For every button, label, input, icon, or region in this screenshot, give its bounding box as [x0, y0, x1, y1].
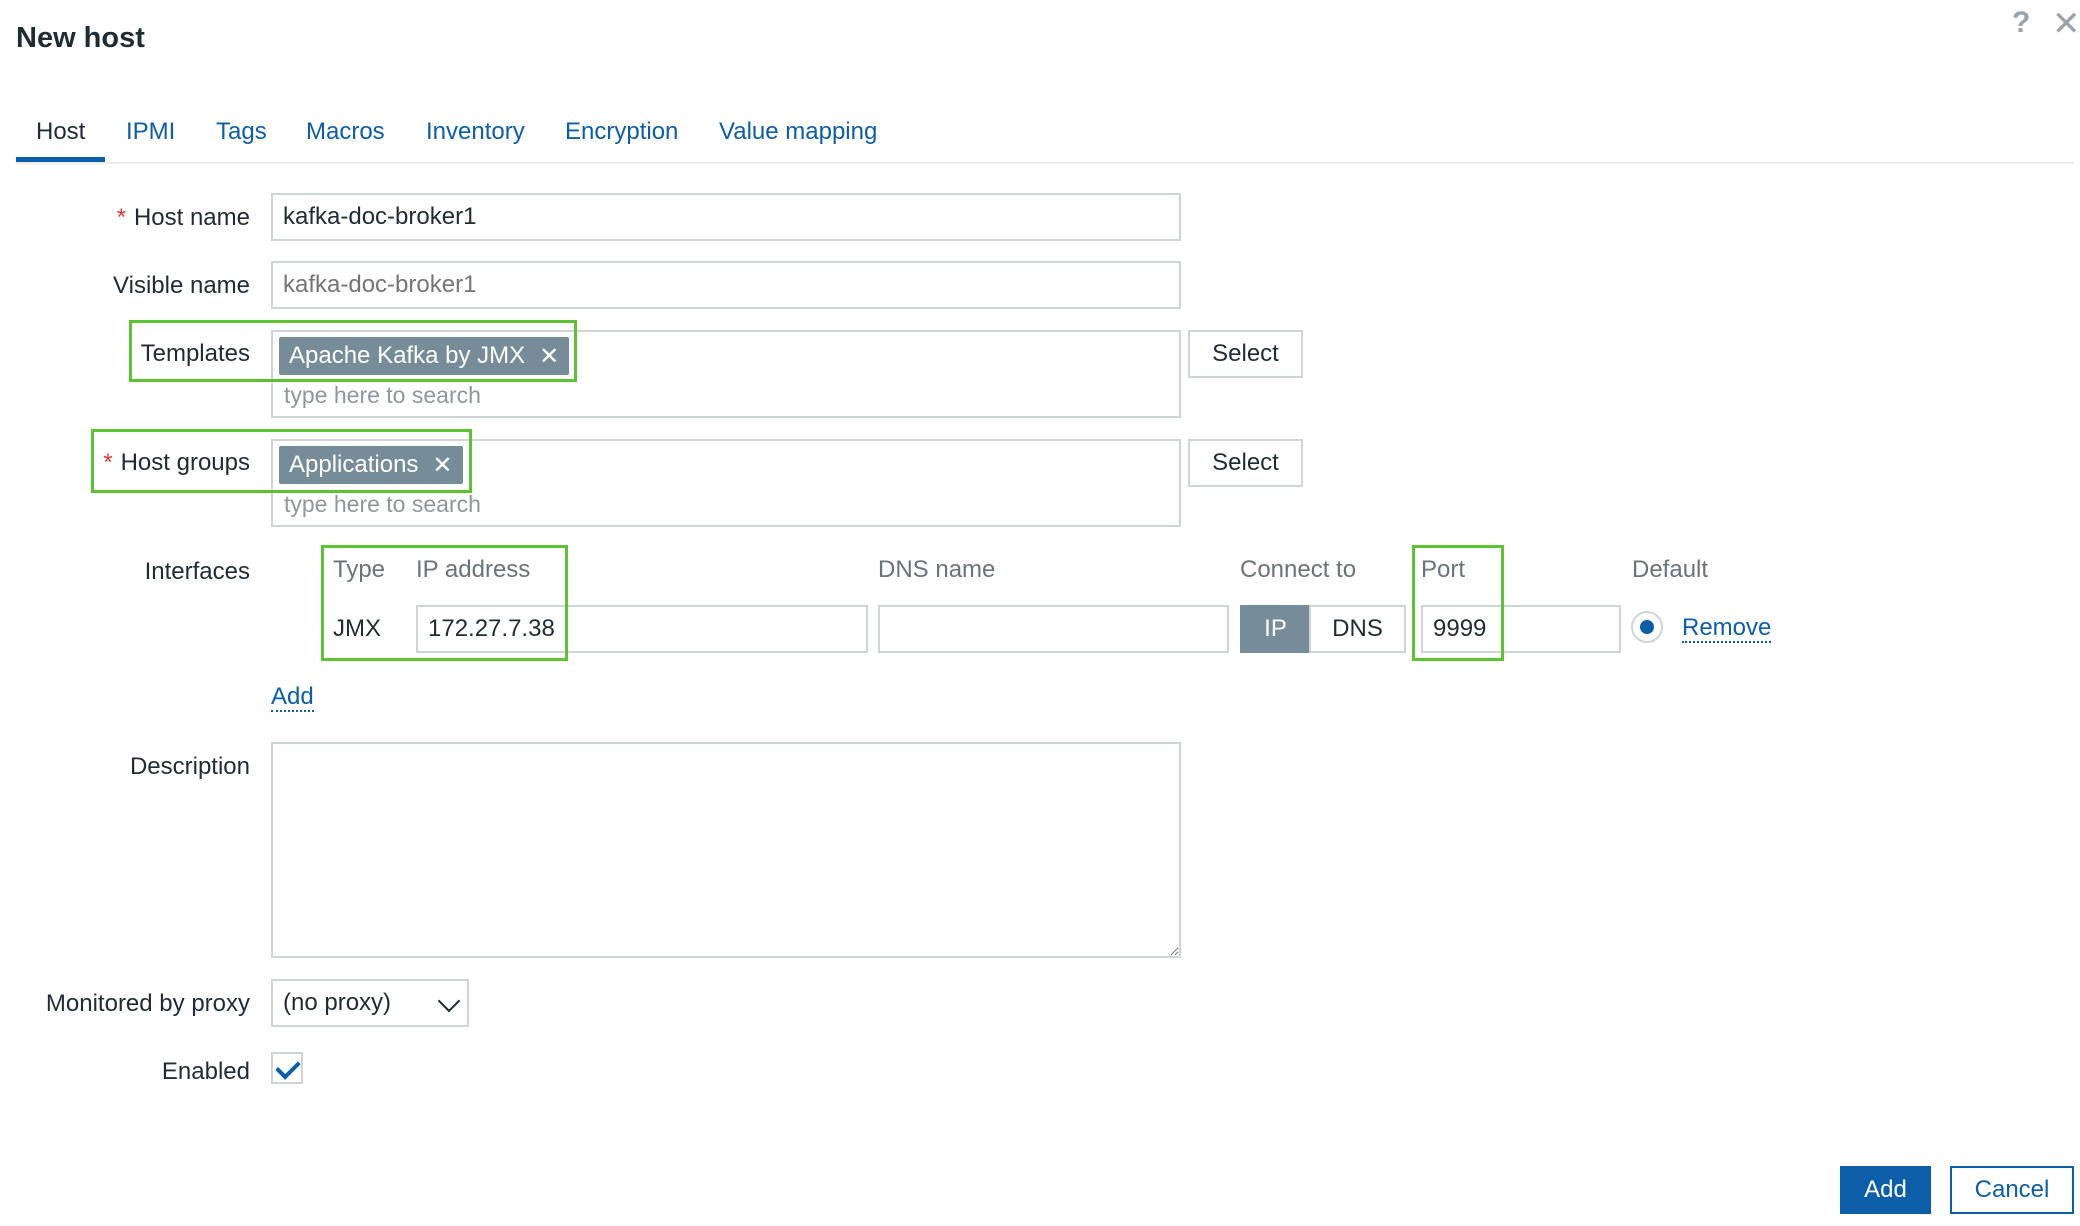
tab-tags[interactable]: Tags: [216, 118, 267, 145]
column-ip-address: IP address: [416, 556, 531, 583]
connect-to-ip-toggle[interactable]: IP: [1240, 605, 1311, 653]
help-icon[interactable]: ?: [2012, 6, 2031, 39]
default-interface-radio[interactable]: [1631, 611, 1663, 643]
host-groups-search-input[interactable]: type here to search: [284, 491, 481, 517]
interface-port-input[interactable]: [1421, 605, 1621, 653]
close-icon[interactable]: ✕: [2052, 5, 2080, 43]
tab-bar: Host IPMI Tags Macros Inventory Encrypti…: [16, 108, 2074, 164]
tab-encryption[interactable]: Encryption: [565, 118, 679, 145]
proxy-selected-value: (no proxy): [283, 989, 392, 1016]
templates-select-button[interactable]: Select: [1188, 330, 1303, 378]
interface-type: JMX: [333, 615, 381, 642]
host-name-label: *Host name: [116, 204, 250, 231]
host-groups-multiselect[interactable]: Applications ✕ type here to search: [271, 439, 1181, 527]
enabled-label: Enabled: [161, 1058, 250, 1085]
column-default: Default: [1632, 556, 1709, 583]
chip-remove-icon[interactable]: ✕: [539, 342, 560, 370]
required-asterisk: *: [103, 449, 113, 476]
remove-interface-link[interactable]: Remove: [1682, 614, 1772, 643]
column-port: Port: [1421, 556, 1466, 583]
template-chip: Apache Kafka by JMX ✕: [279, 337, 570, 375]
interface-ip-input[interactable]: [416, 605, 868, 653]
visible-name-input[interactable]: [271, 261, 1181, 309]
add-button[interactable]: Add: [1840, 1166, 1931, 1214]
visible-name-label: Visible name: [113, 272, 250, 299]
tab-macros[interactable]: Macros: [306, 118, 385, 145]
tab-ipmi[interactable]: IPMI: [126, 118, 176, 145]
host-groups-label: *Host groups: [103, 449, 250, 476]
dialog-title: New host: [16, 22, 145, 54]
column-connect-to: Connect to: [1240, 556, 1357, 583]
tab-host[interactable]: Host: [36, 118, 86, 145]
tab-value-mapping[interactable]: Value mapping: [719, 118, 878, 145]
column-type: Type: [333, 556, 386, 583]
chip-remove-icon[interactable]: ✕: [432, 451, 453, 479]
required-asterisk: *: [116, 204, 126, 231]
description-textarea[interactable]: [271, 742, 1181, 958]
host-groups-select-button[interactable]: Select: [1188, 439, 1303, 487]
proxy-select[interactable]: (no proxy): [271, 979, 469, 1027]
active-tab-indicator: [16, 157, 105, 162]
checkmark-icon: [275, 1054, 301, 1080]
templates-search-input[interactable]: type here to search: [284, 382, 481, 408]
enabled-checkbox[interactable]: [271, 1052, 303, 1084]
add-interface-link[interactable]: Add: [271, 683, 314, 712]
templates-multiselect[interactable]: Apache Kafka by JMX ✕ type here to searc…: [271, 330, 1181, 418]
description-label: Description: [129, 753, 250, 780]
tab-inventory[interactable]: Inventory: [426, 118, 525, 145]
cancel-button[interactable]: Cancel: [1950, 1166, 2074, 1214]
column-dns-name: DNS name: [878, 556, 996, 583]
interface-dns-input[interactable]: [878, 605, 1229, 653]
templates-label: Templates: [140, 340, 250, 367]
host-name-input[interactable]: [271, 193, 1181, 241]
interfaces-label: Interfaces: [144, 558, 250, 585]
proxy-label: Monitored by proxy: [45, 990, 250, 1017]
host-group-chip: Applications ✕: [279, 446, 463, 484]
chevron-down-icon: [437, 989, 461, 1013]
connect-to-dns-toggle[interactable]: DNS: [1309, 605, 1406, 653]
